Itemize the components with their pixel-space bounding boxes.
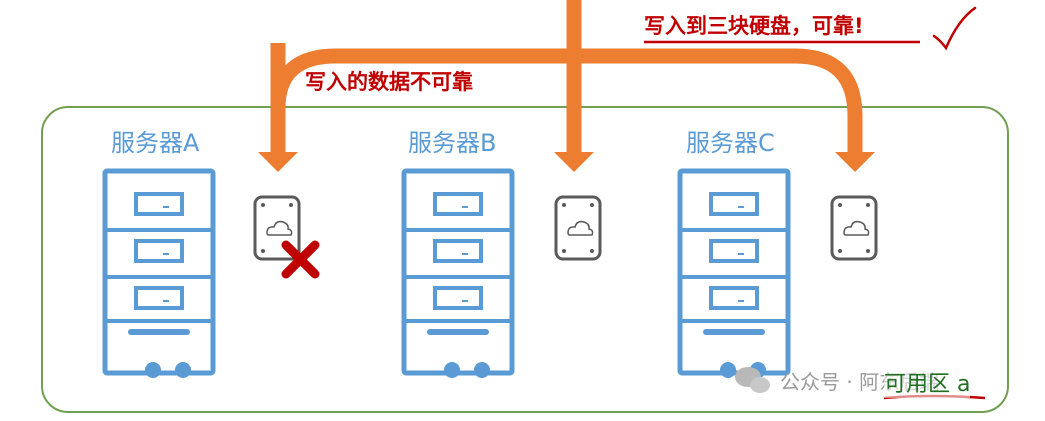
zone-label: 可用区 a xyxy=(884,366,971,398)
checkmark-icon xyxy=(932,6,977,51)
arrowhead-a xyxy=(258,152,298,172)
server-a-label: 服务器A xyxy=(111,129,200,157)
wechat-logo-icon xyxy=(735,367,770,393)
reliable-annotation: 写入到三块硬盘，可靠! xyxy=(644,14,864,38)
disk-c-icon xyxy=(830,195,878,261)
failure-x-icon xyxy=(281,240,320,279)
disk-b-icon xyxy=(554,195,602,261)
server-c-icon xyxy=(680,171,788,378)
write-arrows xyxy=(270,0,863,152)
server-b-icon xyxy=(404,171,512,378)
server-c-label: 服务器C xyxy=(686,129,775,157)
arrowhead-c xyxy=(835,152,875,172)
availability-zone-border xyxy=(41,106,1009,413)
arrowhead-b xyxy=(554,152,594,172)
arrow-to-server-c xyxy=(270,48,863,152)
server-b-label: 服务器B xyxy=(408,129,497,157)
unreliable-annotation: 写入的数据不可靠 xyxy=(305,70,473,94)
server-a-icon xyxy=(105,171,213,378)
